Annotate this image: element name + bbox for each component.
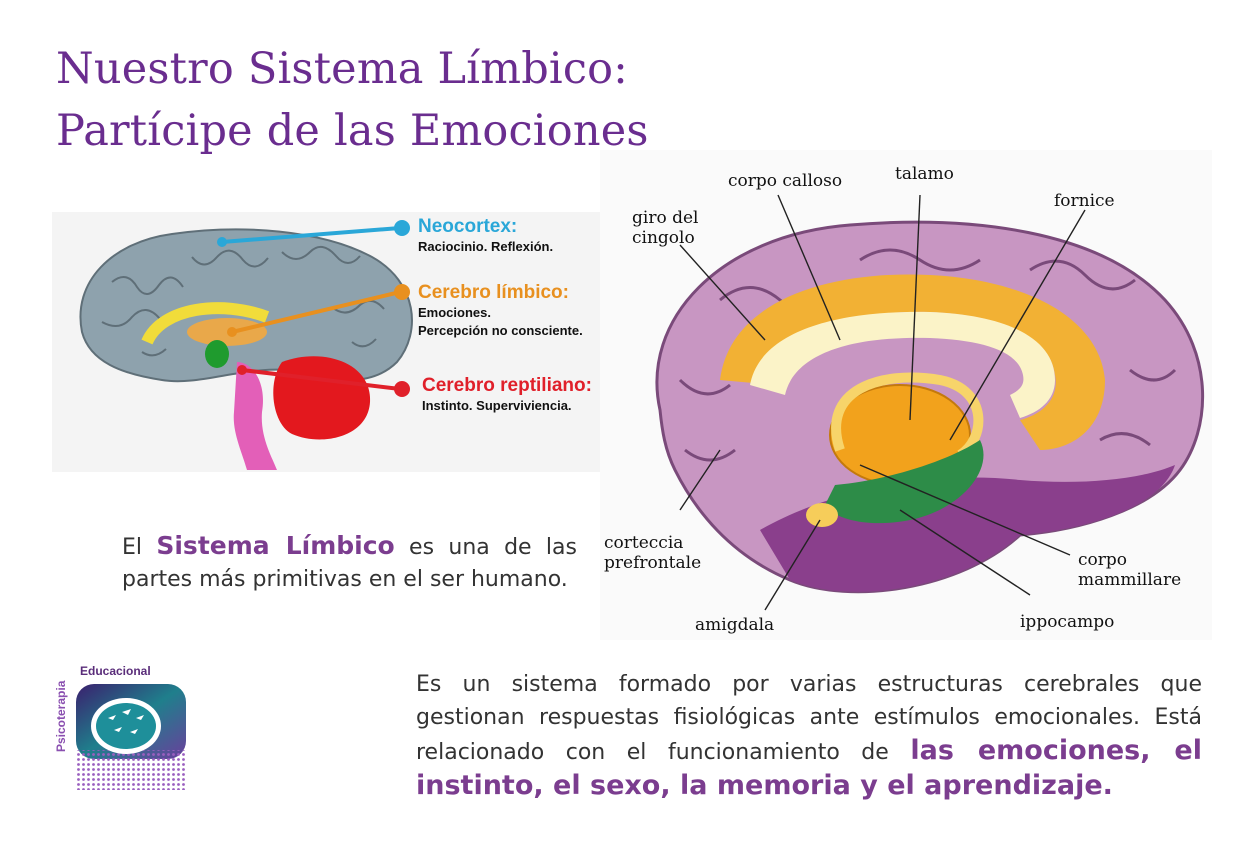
triune-brain-diagram: Neocortex: Raciocinio. Reflexión. Cerebr… <box>52 212 627 472</box>
description-paragraph: Es un sistema formado por varias estruct… <box>416 672 1202 801</box>
label-amigdala: amigdala <box>695 615 775 635</box>
logo-text-educacional: Educacional <box>80 664 151 678</box>
triune-brain-illustration <box>79 220 413 470</box>
neocortex-label: Neocortex: Raciocinio. Reflexión. <box>418 216 554 254</box>
highlight-sistema-limbico: Sistema Límbico <box>156 531 395 560</box>
reptilian-label: Cerebro reptiliano: Instinto. Supervivie… <box>422 375 592 413</box>
logo-emblem-icon <box>76 684 186 790</box>
highlight-functions: las emociones, el instinto, el sexo, la … <box>416 735 1202 801</box>
label-ippocampo: ippocampo <box>1020 612 1115 632</box>
label-talamo: talamo <box>895 164 954 184</box>
label-giro-del-cingolo: giro del cingolo <box>632 208 699 248</box>
page-title: Nuestro Sistema Límbico: Partícipe de la… <box>56 38 649 162</box>
logo-text-psicoterapia: Psicoterapia <box>54 680 68 752</box>
label-corpo-mammillare: corpo mammillare <box>1078 550 1182 590</box>
label-fornice: fornice <box>1054 191 1115 211</box>
intro-paragraph: El Sistema Límbico es una de las partes … <box>122 531 577 592</box>
label-corpo-calloso: corpo calloso <box>728 171 843 191</box>
title-line-2: Partícipe de las Emociones <box>56 106 649 156</box>
label-corteccia-prefrontale: corteccia prefrontale <box>604 533 702 573</box>
limbic-label: Cerebro límbico: Emociones. Percepción n… <box>418 282 583 338</box>
psicoterapia-educacional-logo: Educacional Psicoterapia <box>54 662 191 792</box>
limbic-system-diagram: giro del cingolo corpo calloso talamo fo… <box>600 150 1212 640</box>
limbic-brain-illustration <box>655 194 1205 611</box>
title-line-1: Nuestro Sistema Límbico: <box>56 44 628 94</box>
